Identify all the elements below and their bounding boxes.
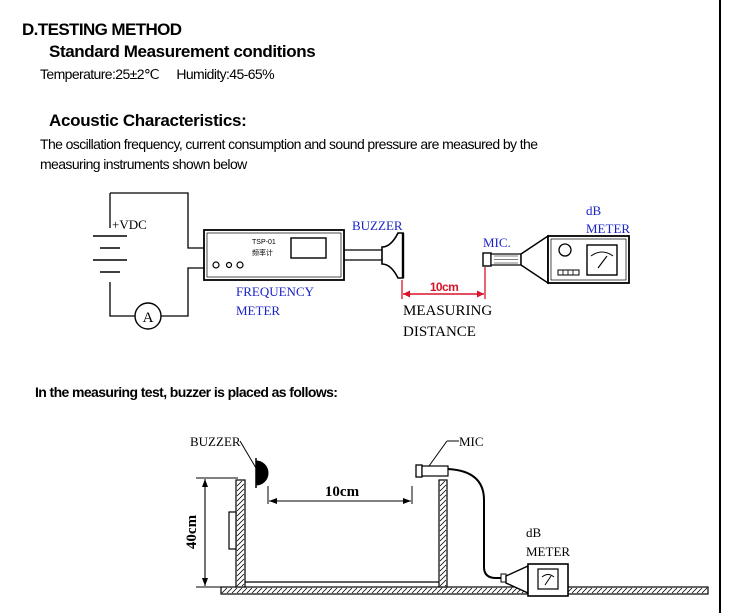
mic-cable (447, 468, 505, 579)
buzzer-dome-icon (255, 460, 269, 486)
standard-conditions-title: Standard Measurement conditions (49, 42, 316, 61)
distance-label-line2: DISTANCE (403, 324, 476, 340)
buzzer-label: BUZZER (352, 218, 403, 233)
acoustic-title: Acoustic Characteristics: (49, 111, 247, 130)
buzzer-leader-line (239, 440, 257, 469)
buzzer-icon (381, 232, 404, 279)
placement-db-meter-icon (505, 563, 569, 597)
distance-label-line1: MEASURING (403, 303, 492, 319)
placement-db-label-line1: dB (526, 525, 542, 540)
placement-buzzer-label: BUZZER (190, 434, 241, 449)
mic-label: MIC. (483, 235, 511, 250)
left-wall (228, 479, 246, 588)
frequency-meter-icon (203, 229, 345, 281)
db-meter-icon (520, 234, 630, 285)
placement-mic-icon (415, 464, 449, 478)
placement-title: In the measuring test, buzzer is placed … (35, 384, 338, 400)
placement-distance-dimension (267, 486, 413, 504)
db-meter-label-line2: METER (586, 221, 630, 236)
buzzer-cable (344, 249, 382, 261)
acoustic-description-line2: measuring instruments shown below (40, 156, 247, 172)
placement-distance-value: 10cm (325, 484, 360, 500)
frequency-meter-label-line1: FREQUENCY (236, 284, 315, 299)
distance-value: 10cm (430, 280, 458, 294)
section-title: D.TESTING METHOD (22, 20, 182, 39)
ammeter-icon (134, 302, 162, 330)
microphone-icon (482, 252, 522, 267)
mic-leader-line (428, 440, 448, 467)
acoustic-description-line1: The oscillation frequency, current consu… (40, 136, 538, 152)
temperature-condition: Temperature:25±2℃ (40, 66, 160, 82)
placement-height-value: 40cm (184, 514, 200, 549)
humidity-condition: Humidity:45-65% (176, 66, 274, 82)
db-meter-label-line1: dB (586, 203, 602, 218)
acoustic-description: The oscillation frequency, current consu… (40, 134, 640, 174)
circuit-wires (109, 192, 204, 317)
vdc-label: +VDC (112, 217, 147, 232)
right-wall (438, 479, 448, 588)
height-dimension (196, 477, 238, 588)
placement-mic-label: MIC (459, 434, 484, 449)
frequency-meter-caption: 频率计 (252, 248, 273, 257)
ammeter-label: A (143, 310, 154, 326)
distance-dimension (401, 267, 486, 299)
page-frame-border (719, 0, 721, 613)
placement-db-label-line2: METER (526, 544, 570, 559)
frequency-meter-model: TSP-01 (252, 239, 276, 246)
battery-icon (93, 235, 127, 273)
frequency-meter-label-line2: METER (236, 303, 280, 318)
conditions-line: Temperature:25±2℃ Humidity:45-65% (40, 66, 288, 83)
ground-base (220, 586, 709, 595)
